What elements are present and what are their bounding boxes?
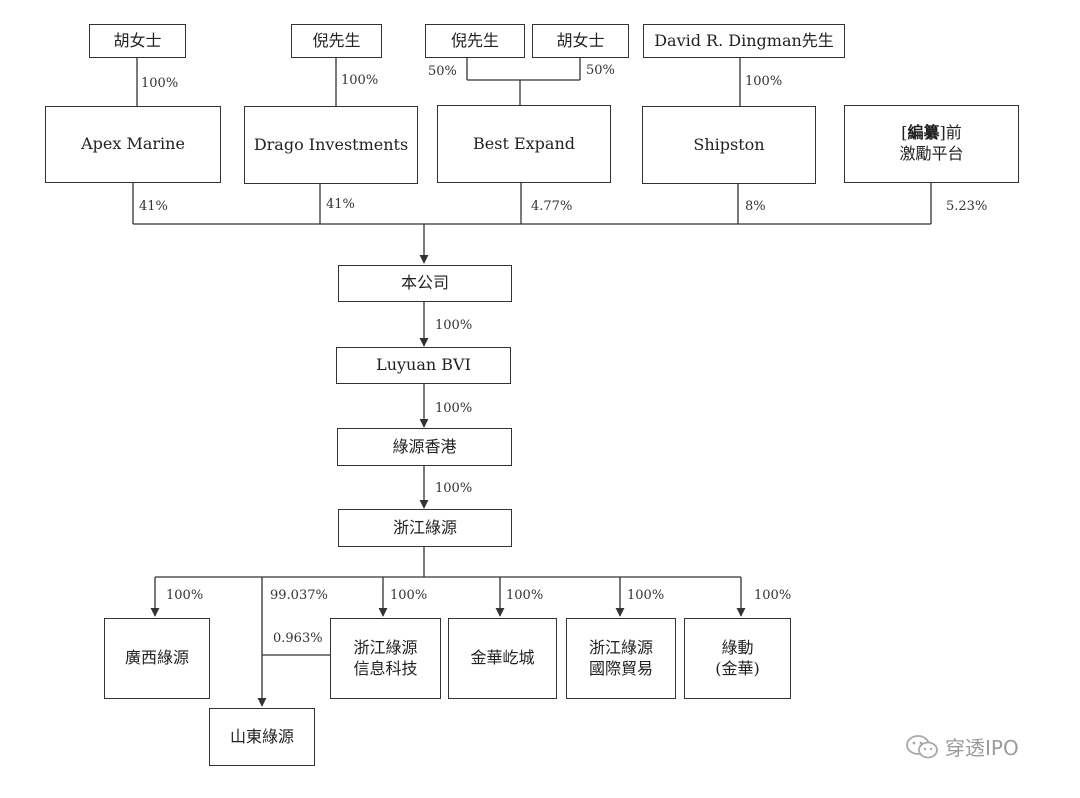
- luyuan-hk-label: 綠源香港: [392, 436, 457, 456]
- shareholder-dingman-label: David R. Dingman先生: [654, 30, 834, 50]
- incentive-redacted: 編纂: [907, 123, 940, 143]
- pct-hu-best: 50%: [586, 63, 615, 78]
- shandong-label: 山東綠源: [229, 726, 294, 746]
- pct-shipston: 8%: [745, 199, 766, 214]
- shareholder-ni-box: 倪先生: [291, 24, 382, 58]
- wechat-icon: [906, 734, 938, 758]
- intl-trade-line2: 國際貿易: [588, 658, 653, 678]
- entity-apex-label: Apex Marine: [81, 134, 185, 154]
- incentive-line2: 激勵平台: [899, 144, 964, 163]
- shareholder-hu-best-label: 胡女士: [556, 30, 605, 50]
- watermark: 穿透IPO: [905, 732, 1019, 761]
- incentive-bracket-close: ]前: [939, 123, 962, 143]
- shareholder-ni-best-label: 倪先生: [450, 30, 499, 50]
- luyuan-bvi-label: Luyuan BVI: [376, 355, 471, 375]
- pct-best-expand: 4.77%: [531, 199, 573, 214]
- pct-ni-best: 50%: [428, 64, 457, 79]
- guangxi-label: 廣西綠源: [124, 648, 189, 668]
- company-label: 本公司: [400, 273, 449, 293]
- info-tech-line1: 浙江綠源: [353, 637, 418, 657]
- company-box: 本公司: [338, 265, 512, 302]
- entity-best-expand-label: Best Expand: [473, 133, 575, 153]
- luyuan-hk-box: 綠源香港: [337, 428, 512, 466]
- pct-hk-zhejiang: 100%: [435, 481, 473, 496]
- guangxi-luyuan-box: 廣西綠源: [104, 618, 210, 699]
- entity-drago-label: Drago Investments: [253, 134, 409, 154]
- entity-drago-investments: Drago Investments: [244, 106, 418, 184]
- shandong-luyuan-box: 山東綠源: [209, 708, 315, 766]
- entity-apex-marine: Apex Marine: [45, 106, 221, 183]
- pct-shandong: 99.037%: [270, 588, 328, 603]
- lvdong-jinhua-box: 綠動 (金華): [684, 618, 791, 699]
- incentive-bracket-open: [: [901, 123, 908, 143]
- watermark-text: 穿透IPO: [945, 736, 1019, 760]
- incentive-line1: [編纂]前: [901, 123, 962, 144]
- entity-best-expand: Best Expand: [437, 105, 611, 183]
- jinhua-qicheng-label: 金華屹城: [470, 648, 535, 668]
- pct-ni-drago: 100%: [341, 73, 379, 88]
- info-tech-line2: 信息科技: [353, 658, 418, 678]
- intl-trade-line1: 浙江綠源: [588, 637, 653, 657]
- pct-shandong-via-info: 0.963%: [273, 631, 323, 646]
- shareholder-ni-label: 倪先生: [312, 30, 361, 50]
- pct-hu-apex: 100%: [141, 76, 179, 91]
- info-tech-box: 浙江綠源 信息科技: [330, 618, 441, 699]
- pct-intl-trade: 100%: [627, 588, 665, 603]
- pct-lvdong: 100%: [754, 588, 792, 603]
- lvdong-line2: (金華): [715, 658, 760, 678]
- shareholder-hu-best-box: 胡女士: [532, 24, 629, 58]
- pct-guangxi: 100%: [166, 588, 204, 603]
- zhejiang-luyuan-label: 浙江綠源: [392, 517, 457, 537]
- jinhua-qicheng-box: 金華屹城: [448, 618, 557, 699]
- pct-incentive: 5.23%: [946, 199, 988, 214]
- shareholder-hu-label: 胡女士: [113, 30, 162, 50]
- lvdong-line1: 綠動: [721, 637, 754, 657]
- pct-drago: 41%: [326, 197, 355, 212]
- entity-shipston-label: Shipston: [693, 134, 765, 154]
- entity-shipston: Shipston: [642, 106, 816, 184]
- pct-apex: 41%: [139, 199, 168, 214]
- pct-dingman-shipston: 100%: [745, 74, 783, 89]
- pct-bvi-hk: 100%: [435, 401, 473, 416]
- entity-incentive-platform: [編纂]前 激勵平台: [844, 105, 1019, 183]
- intl-trade-box: 浙江綠源 國際貿易: [566, 618, 676, 699]
- pct-info-tech: 100%: [390, 588, 428, 603]
- shareholder-ni-best-box: 倪先生: [425, 24, 525, 58]
- shareholder-dingman-box: David R. Dingman先生: [643, 24, 845, 58]
- pct-company-bvi: 100%: [435, 318, 473, 333]
- zhejiang-luyuan-box: 浙江綠源: [338, 509, 512, 547]
- shareholder-hu-box: 胡女士: [89, 24, 186, 58]
- pct-jinhua-qicheng: 100%: [506, 588, 544, 603]
- luyuan-bvi-box: Luyuan BVI: [336, 347, 511, 384]
